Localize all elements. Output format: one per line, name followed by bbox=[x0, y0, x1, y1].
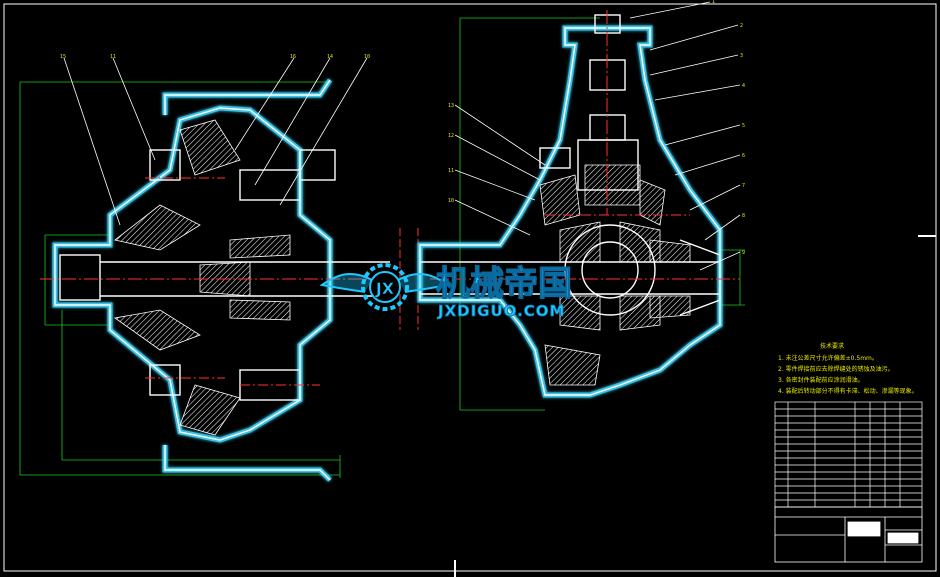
wings-logo-icon bbox=[319, 263, 451, 311]
right-balloon-8: 8 bbox=[742, 213, 745, 219]
notes-line-2: 2. 零件焊接前应去除焊缝处的锈蚀及油污。 bbox=[778, 365, 894, 373]
right-balloon-11: 11 bbox=[448, 168, 454, 174]
right-view: 1 2 3 4 5 6 7 8 9 13 12 11 10 bbox=[417, 0, 745, 411]
right-balloon-6: 6 bbox=[742, 153, 745, 159]
left-balloon-3: 14 bbox=[327, 54, 333, 60]
right-hatching bbox=[539, 164, 691, 386]
notes-line-1: 1. 未注公差尺寸允许偏差±0.5mm。 bbox=[778, 354, 878, 362]
right-balloon-5: 5 bbox=[742, 123, 745, 129]
title-block bbox=[774, 506, 923, 563]
right-balloon-3: 3 bbox=[740, 53, 743, 59]
left-balloon-2: 16 bbox=[290, 54, 296, 60]
right-centerlines bbox=[430, 10, 740, 280]
watermark-cn: 机械帝国 bbox=[436, 264, 572, 304]
right-balloons-right: 1 2 3 4 5 6 7 8 9 bbox=[712, 0, 745, 256]
left-balloons: 15 11 16 14 10 bbox=[60, 54, 370, 60]
right-balloon-7: 7 bbox=[742, 183, 745, 189]
technical-notes: 技术要求 1. 未注公差尺寸允许偏差±0.5mm。 2. 零件焊接前应去除焊缝处… bbox=[778, 342, 918, 395]
watermark-en: JXDIGUO.COM bbox=[437, 302, 565, 320]
right-balloon-12: 12 bbox=[448, 133, 454, 139]
left-leader-lines bbox=[63, 57, 368, 226]
parts-list-table bbox=[774, 401, 923, 508]
right-leader-lines bbox=[454, 1, 741, 271]
right-balloon-1: 1 bbox=[712, 0, 715, 5]
notes-line-4: 4. 装配后转动部分不得有卡滞、松动、渗漏等现象。 bbox=[778, 387, 918, 395]
right-balloon-13: 13 bbox=[448, 103, 454, 109]
left-view: 15 11 16 14 10 bbox=[19, 54, 419, 482]
left-balloon-1: 11 bbox=[110, 54, 116, 60]
right-dimension-lines bbox=[459, 17, 745, 411]
left-balloon-0: 15 bbox=[60, 54, 66, 60]
site-watermark: JX 机械帝国 JXDIGUO.COM bbox=[319, 263, 573, 320]
right-balloon-2: 2 bbox=[740, 23, 743, 29]
drawing-border bbox=[3, 3, 937, 572]
right-balloons-left: 13 12 11 10 bbox=[448, 103, 454, 204]
right-balloon-9: 9 bbox=[742, 250, 745, 256]
right-balloon-4: 4 bbox=[742, 83, 745, 89]
logo-letters: JX bbox=[375, 279, 395, 298]
notes-line-3: 3. 各密封件装配前应涂润滑油。 bbox=[778, 376, 864, 384]
right-balloon-10: 10 bbox=[448, 198, 454, 204]
notes-title: 技术要求 bbox=[820, 342, 844, 350]
left-hatching bbox=[113, 119, 291, 436]
left-balloon-4: 10 bbox=[364, 54, 370, 60]
